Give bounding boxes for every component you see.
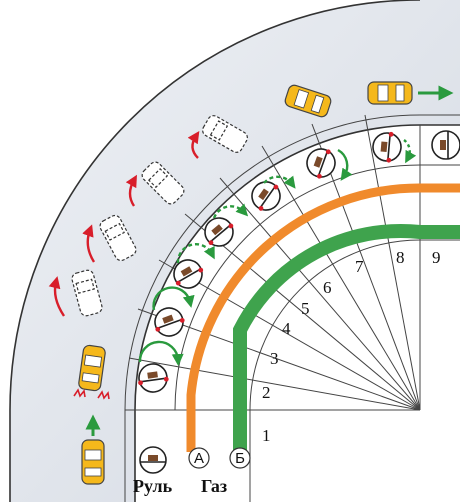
car-top-view-icon — [367, 81, 413, 105]
slide-arrow-icon — [48, 131, 200, 317]
svg-text:А: А — [194, 450, 204, 467]
steering-wheel-icon — [139, 446, 167, 474]
ring-inner — [249, 239, 460, 411]
path-a-orange — [186, 183, 460, 452]
car-top-view-icon — [78, 344, 106, 392]
zone-number-9: 9 — [432, 248, 441, 267]
gas-label: Газ — [201, 476, 227, 496]
zone-numbers: 1 2 3 4 5 6 7 8 9 — [262, 248, 441, 445]
zone-number-7: 7 — [355, 257, 364, 276]
svg-text:Б: Б — [235, 450, 245, 467]
car-outline-icon — [141, 161, 185, 205]
zone-number-2: 2 — [262, 383, 271, 402]
wheel-turn-arrow-icon — [138, 139, 417, 366]
steering-wheel-icon — [372, 131, 402, 163]
tire-skid-icon — [73, 388, 86, 398]
road-outer-edge — [9, 0, 421, 502]
steering-wheel-icon — [251, 181, 281, 211]
lane-marker-b: Б — [229, 447, 251, 469]
zone-number-1: 1 — [262, 426, 271, 445]
car-top-view-icon — [81, 439, 105, 485]
steering-wheel-icon — [154, 307, 185, 337]
zone-number-8: 8 — [396, 248, 405, 267]
road-surface — [10, 0, 460, 502]
car-outline-icon — [202, 115, 248, 153]
zone-number-6: 6 — [323, 278, 332, 297]
steering-wheel-icon — [173, 259, 204, 289]
zone-number-3: 3 — [270, 349, 279, 368]
steering-label: Руль — [133, 476, 173, 496]
zone-number-4: 4 — [282, 319, 291, 338]
zone-number-5: 5 — [301, 299, 310, 318]
car-outline-icon — [71, 269, 103, 317]
tire-skid-icon — [97, 390, 110, 400]
steering-wheel-icon — [138, 363, 169, 393]
car-top-view-icon — [284, 84, 332, 118]
steering-wheel-icon — [431, 130, 460, 160]
steering-wheel-icon — [204, 217, 234, 247]
lane-marker-a: А — [188, 447, 210, 469]
ring-outer — [124, 114, 460, 411]
steering-wheel-icon — [306, 148, 336, 179]
path-b-green — [233, 223, 460, 452]
